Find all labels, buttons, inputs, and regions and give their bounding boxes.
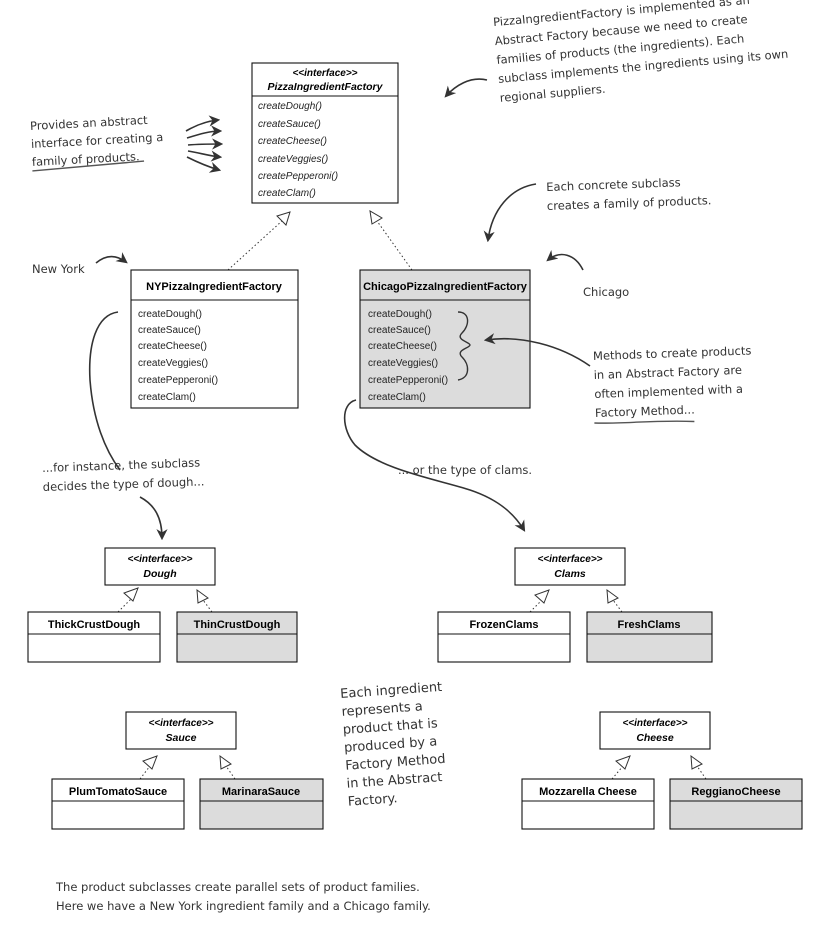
- arrow-to-clams: [343, 399, 526, 532]
- marinara-sauce-box: MarinaraSauce: [199, 778, 324, 830]
- note-abstract-interface: Provides an abstract interface for creat…: [30, 113, 164, 172]
- stereotype-label: <<interface>>: [622, 718, 687, 729]
- dough-interface-box: <<interface>> Dough: [104, 547, 216, 586]
- chicago-method-create-veggies: createVeggies(): [368, 358, 438, 369]
- ny-factory-title: NYPizzaIngredientFactory: [146, 281, 283, 293]
- note-concrete-subclass: Each concrete subclass creates a family …: [546, 175, 712, 213]
- ny-method-create-dough: createDough(): [138, 309, 202, 320]
- method-create-clam: createClam(): [258, 188, 316, 199]
- svg-text:in the Abstract: in the Abstract: [346, 770, 443, 792]
- chicago-factory-title: ChicagoPizzaIngredientFactory: [363, 281, 528, 293]
- arrow-to-interface: [444, 78, 488, 98]
- chicago-method-create-cheese: createCheese(): [368, 341, 437, 352]
- stereotype-label: <<interface>>: [148, 718, 213, 729]
- clams-interface-title: Clams: [554, 568, 586, 580]
- arrow-to-chicago-factory: [483, 183, 537, 243]
- reggiano-cheese-title: ReggianoCheese: [691, 786, 780, 798]
- ny-ingredient-factory-box: NYPizzaIngredientFactory createDough() c…: [130, 269, 299, 409]
- dough-inheritance-lines: [117, 587, 213, 613]
- clams-inheritance-lines: [529, 588, 623, 613]
- reggiano-cheese-box: ReggianoCheese: [669, 778, 803, 830]
- marinara-sauce-title: MarinaraSauce: [222, 786, 300, 798]
- svg-text:...for instance, the subclass: ...for instance, the subclass: [42, 455, 201, 475]
- svg-text:decides the type of dough...: decides the type of dough...: [43, 474, 205, 494]
- fresh-clams-title: FreshClams: [618, 619, 681, 631]
- cheese-inheritance-lines: [611, 754, 707, 780]
- fresh-clams-box: FreshClams: [586, 611, 713, 663]
- frozen-clams-box: FrozenClams: [437, 611, 571, 663]
- method-create-sauce: createSauce(): [258, 119, 321, 130]
- svg-text:Each ingredient: Each ingredient: [340, 680, 443, 702]
- svg-text:represents a: represents a: [341, 699, 423, 720]
- svg-text:Each concrete subclass: Each concrete subclass: [546, 175, 681, 194]
- mozzarella-cheese-box: Mozzarella Cheese: [521, 778, 655, 830]
- stereotype-label: <<interface>>: [127, 554, 192, 565]
- frozen-clams-title: FrozenClams: [469, 619, 538, 631]
- thin-crust-dough-title: ThinCrustDough: [194, 619, 281, 631]
- thick-crust-dough-title: ThickCrustDough: [48, 619, 141, 631]
- method-create-pepperoni: createPepperoni(): [258, 171, 338, 182]
- clams-interface-box: <<interface>> Clams: [514, 547, 626, 586]
- svg-text:Provides an abstract: Provides an abstract: [30, 113, 149, 133]
- svg-text:Factory Method: Factory Method: [345, 752, 446, 774]
- svg-text:Factory.: Factory.: [347, 791, 398, 809]
- factory-inheritance-lines: [227, 210, 413, 271]
- chicago-method-create-pepperoni: createPepperoni(): [368, 375, 448, 386]
- thick-crust-dough-box: ThickCrustDough: [27, 611, 161, 663]
- chicago-method-create-sauce: createSauce(): [368, 325, 431, 336]
- arrow-to-brace: [483, 333, 591, 367]
- arrow-to-dough-interface: [139, 496, 168, 541]
- svg-text:often implemented with a: often implemented with a: [594, 382, 743, 401]
- pizza-ingredient-factory-title: PizzaIngredientFactory: [268, 81, 384, 93]
- cheese-interface-title: Cheese: [636, 732, 674, 744]
- svg-text:Methods to create products: Methods to create products: [593, 343, 752, 363]
- thin-crust-dough-box: ThinCrustDough: [176, 611, 298, 663]
- method-create-cheese: createCheese(): [258, 136, 327, 147]
- method-create-veggies: createVeggies(): [258, 154, 328, 165]
- svg-text:in an Abstract Factory are: in an Abstract Factory are: [593, 363, 742, 382]
- arrow-to-chicago-box: [546, 249, 584, 271]
- svg-text:produced by a: produced by a: [344, 734, 438, 755]
- chicago-method-create-clam: createClam(): [368, 392, 426, 403]
- ny-method-create-cheese: createCheese(): [138, 341, 207, 352]
- note-clam-type: ... or the type of clams.: [398, 463, 532, 477]
- svg-text:The product subclasses create: The product subclasses create parallel s…: [55, 880, 420, 894]
- note-new-york: New York: [32, 262, 85, 276]
- ny-method-create-pepperoni: createPepperoni(): [138, 375, 218, 386]
- ny-method-create-clam: createClam(): [138, 392, 196, 403]
- mozzarella-cheese-title: Mozzarella Cheese: [539, 786, 637, 798]
- pizza-ingredient-factory-box: <<interface>> PizzaIngredientFactory cre…: [251, 62, 399, 204]
- chicago-method-create-dough: createDough(): [368, 309, 432, 320]
- ny-method-create-sauce: createSauce(): [138, 325, 201, 336]
- dough-interface-title: Dough: [143, 568, 176, 580]
- note-bottom: The product subclasses create parallel s…: [55, 880, 431, 913]
- method-brace: [457, 311, 471, 381]
- arrow-to-ny-factory: [95, 252, 128, 264]
- svg-text:Here we have a New York ingred: Here we have a New York ingredient famil…: [56, 899, 431, 913]
- stereotype-label: <<interface>>: [292, 68, 357, 79]
- plum-tomato-sauce-box: PlumTomatoSauce: [51, 778, 185, 830]
- note-chicago: Chicago: [583, 285, 629, 299]
- svg-text:interface for creating a: interface for creating a: [31, 130, 164, 151]
- svg-text:Factory Method...: Factory Method...: [595, 402, 695, 419]
- sauce-interface-title: Sauce: [166, 732, 197, 744]
- method-create-dough: createDough(): [258, 101, 322, 112]
- sauce-inheritance-lines: [139, 754, 236, 780]
- cheese-interface-box: <<interface>> Cheese: [599, 711, 711, 750]
- ny-method-create-veggies: createVeggies(): [138, 358, 208, 369]
- note-dough-type: ...for instance, the subclass decides th…: [42, 455, 205, 494]
- note-each-ingredient: Each ingredient represents a product tha…: [340, 680, 446, 810]
- svg-text:product that is: product that is: [342, 716, 438, 738]
- sauce-interface-box: <<interface>> Sauce: [125, 711, 237, 750]
- svg-text:regional suppliers.: regional suppliers.: [499, 82, 606, 105]
- fan-arrows: [185, 115, 224, 173]
- note-abstract-factory: PizzaIngredientFactory is implemented as…: [493, 0, 789, 105]
- note-factory-method: Methods to create products in an Abstrac…: [593, 343, 752, 424]
- arrow-to-dough: [88, 311, 121, 471]
- svg-text:creates a family of products.: creates a family of products.: [547, 193, 712, 213]
- plum-tomato-sauce-title: PlumTomatoSauce: [69, 786, 167, 798]
- stereotype-label: <<interface>>: [537, 554, 602, 565]
